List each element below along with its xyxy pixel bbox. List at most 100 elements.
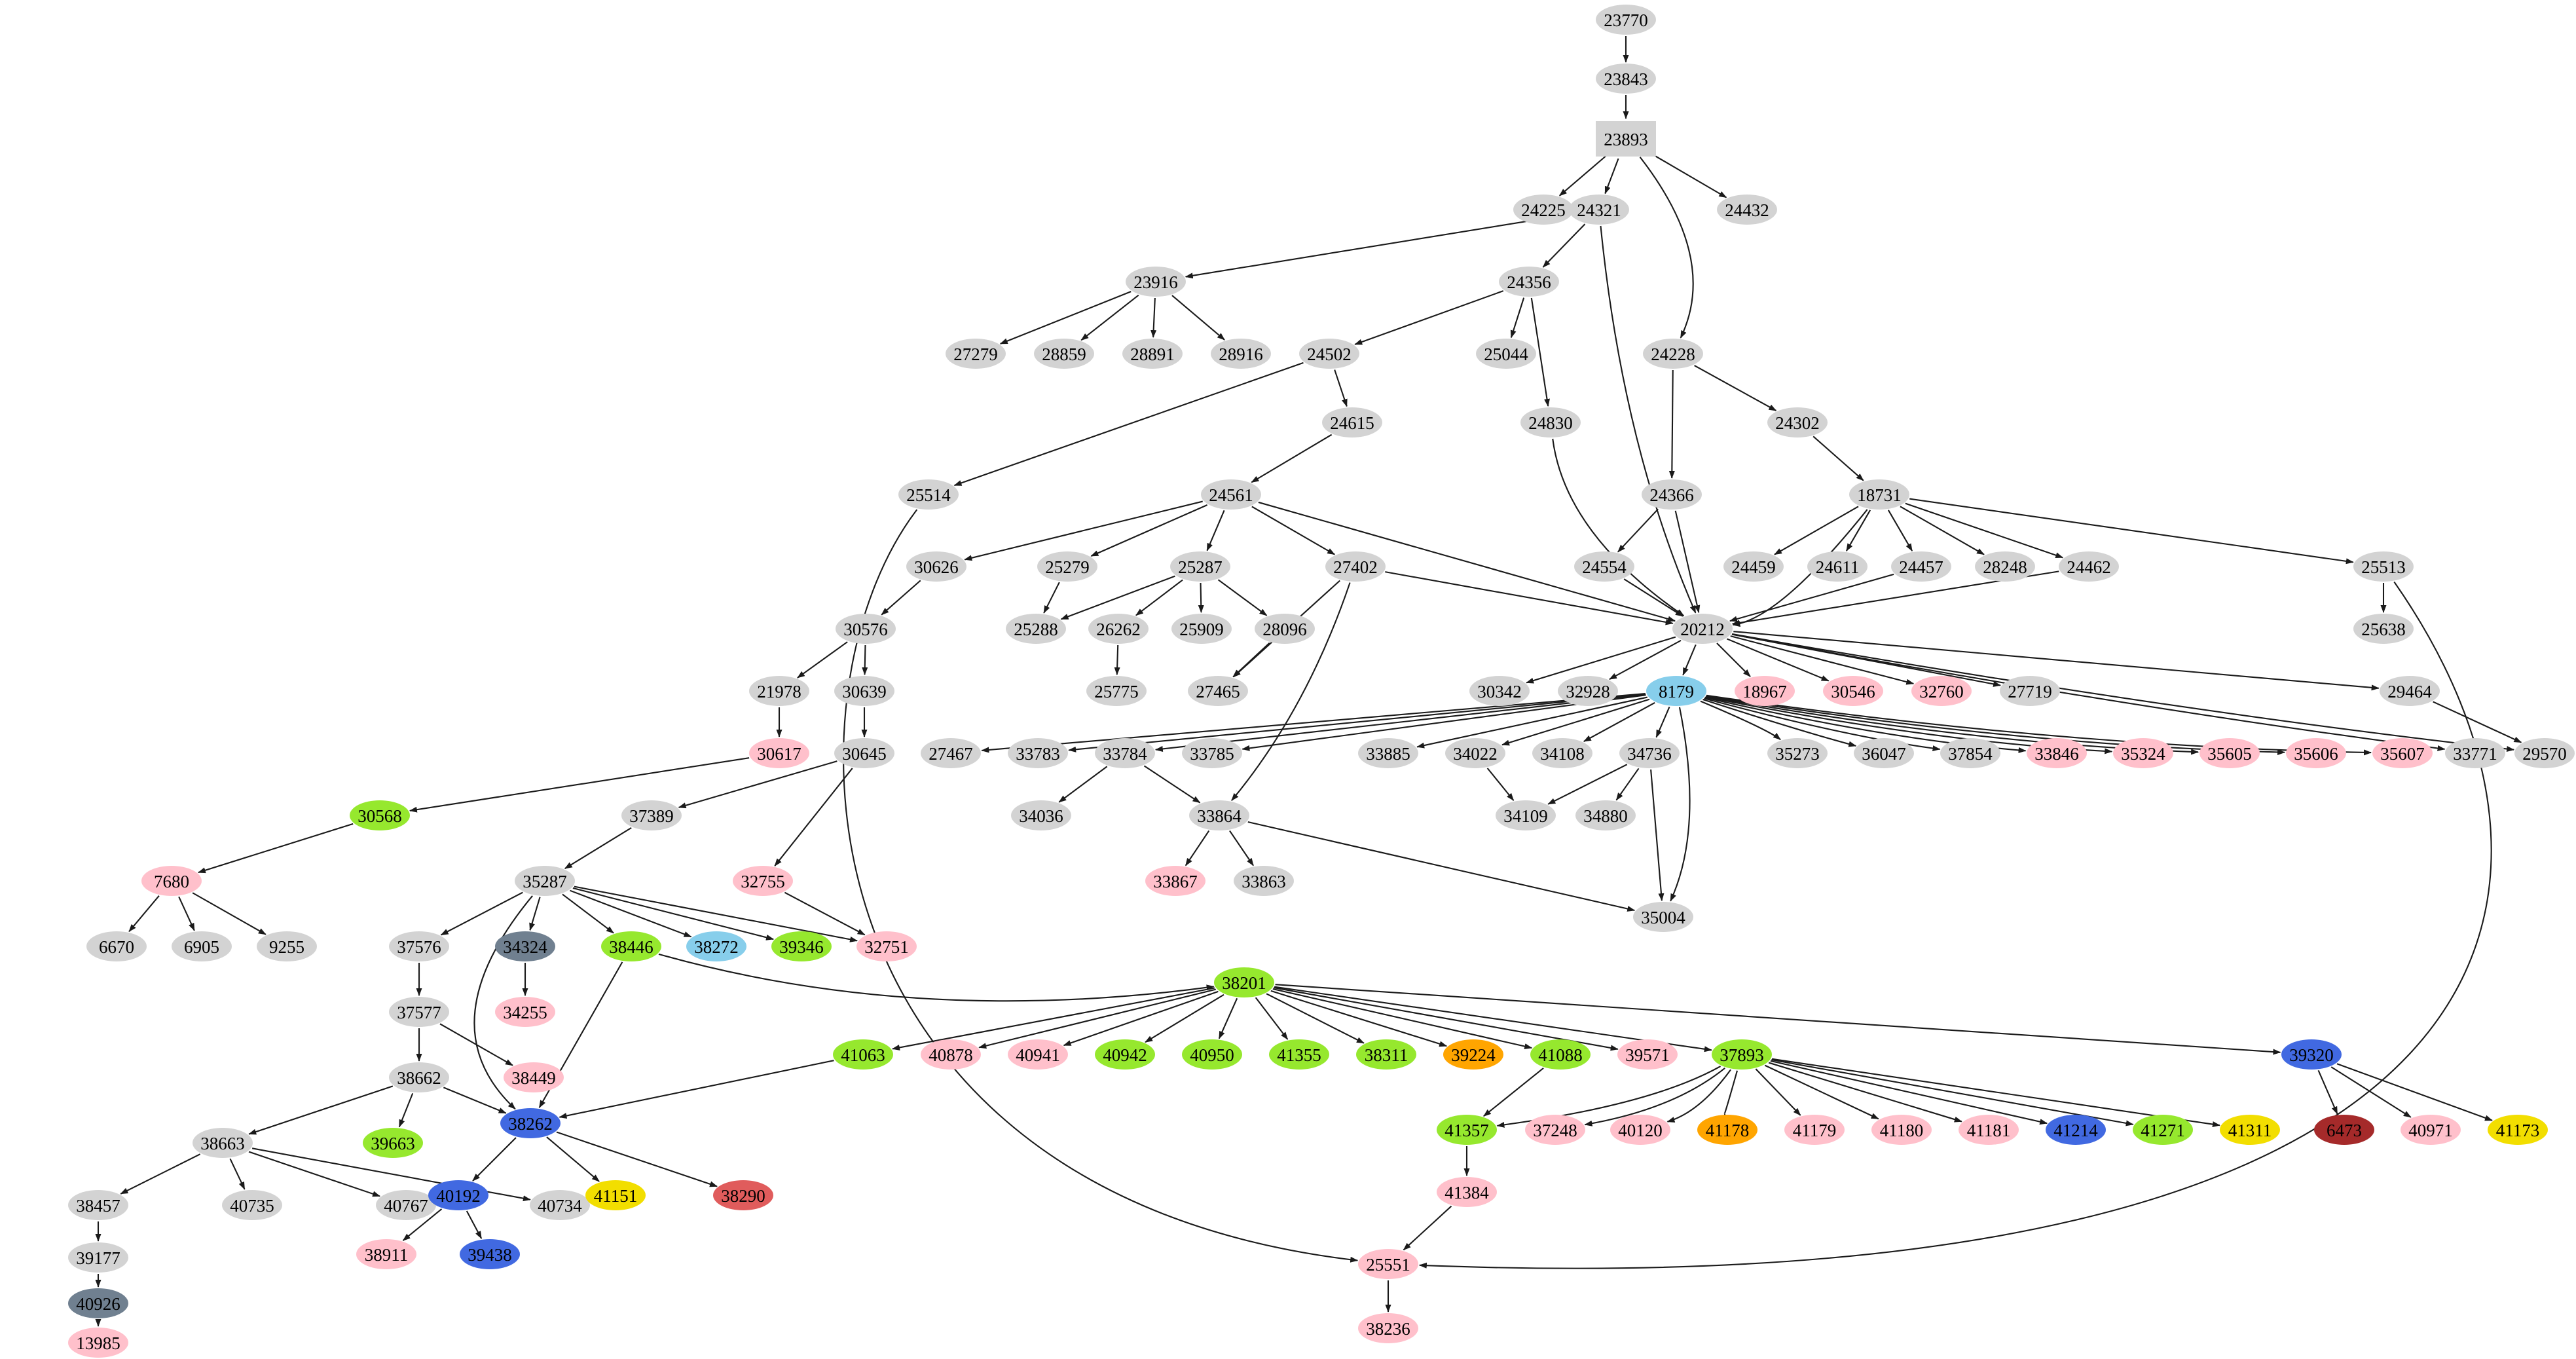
node-41180[interactable]: 41180	[1871, 1115, 1932, 1145]
node-38201[interactable]: 38201	[1214, 967, 1274, 997]
node-6905[interactable]: 6905	[172, 931, 232, 961]
node-34736[interactable]: 34736	[1619, 738, 1680, 768]
node-24302[interactable]: 24302	[1767, 407, 1828, 437]
node-33846[interactable]: 33846	[2027, 738, 2087, 768]
node-18967[interactable]: 18967	[1735, 676, 1795, 706]
node-29464[interactable]: 29464	[2380, 676, 2440, 706]
node-25909[interactable]: 25909	[1171, 614, 1232, 644]
node-28096[interactable]: 28096	[1255, 614, 1315, 644]
node-34109[interactable]: 34109	[1496, 800, 1556, 830]
node-32755[interactable]: 32755	[733, 866, 793, 896]
node-35273[interactable]: 35273	[1767, 738, 1828, 768]
node-38663[interactable]: 38663	[193, 1128, 253, 1158]
node-37248[interactable]: 37248	[1525, 1115, 1585, 1145]
node-40950[interactable]: 40950	[1182, 1039, 1242, 1070]
node-39346[interactable]: 39346	[771, 931, 832, 961]
node-25775[interactable]: 25775	[1086, 676, 1147, 706]
node-30645[interactable]: 30645	[834, 738, 894, 768]
node-24366[interactable]: 24366	[1642, 479, 1702, 510]
node-33771[interactable]: 33771	[2445, 738, 2505, 768]
node-24228[interactable]: 24228	[1643, 339, 1703, 369]
node-24611[interactable]: 24611	[1807, 551, 1868, 582]
node-37576[interactable]: 37576	[389, 931, 449, 961]
node-25044[interactable]: 25044	[1476, 339, 1536, 369]
node-37854[interactable]: 37854	[1940, 738, 2000, 768]
node-30626[interactable]: 30626	[906, 551, 966, 582]
node-38662[interactable]: 38662	[389, 1062, 449, 1092]
node-38262[interactable]: 38262	[500, 1108, 561, 1138]
node-30342[interactable]: 30342	[1469, 676, 1530, 706]
node-18731[interactable]: 18731	[1849, 479, 1909, 510]
node-39224[interactable]: 39224	[1443, 1039, 1503, 1070]
node-33863[interactable]: 33863	[1234, 866, 1294, 896]
node-41178[interactable]: 41178	[1697, 1115, 1757, 1145]
node-34108[interactable]: 34108	[1532, 738, 1592, 768]
node-41311[interactable]: 41311	[2220, 1115, 2280, 1145]
node-28859[interactable]: 28859	[1034, 339, 1094, 369]
node-35607[interactable]: 35607	[2372, 738, 2433, 768]
node-25513[interactable]: 25513	[2353, 551, 2414, 582]
node-35004[interactable]: 35004	[1633, 902, 1693, 932]
node-33885[interactable]: 33885	[1358, 738, 1418, 768]
node-24830[interactable]: 24830	[1520, 407, 1581, 437]
node-20212[interactable]: 20212	[1672, 614, 1733, 644]
node-39320[interactable]: 39320	[2281, 1039, 2342, 1070]
node-33867[interactable]: 33867	[1145, 866, 1205, 896]
node-34880[interactable]: 34880	[1575, 800, 1636, 830]
node-13985[interactable]: 13985	[68, 1328, 128, 1358]
node-26262[interactable]: 26262	[1088, 614, 1149, 644]
node-25287[interactable]: 25287	[1170, 551, 1230, 582]
node-23843[interactable]: 23843	[1596, 64, 1656, 94]
node-35287[interactable]: 35287	[515, 866, 575, 896]
node-24457[interactable]: 24457	[1891, 551, 1951, 582]
node-24554[interactable]: 24554	[1574, 551, 1634, 582]
node-23893[interactable]: 23893	[1596, 121, 1656, 157]
node-30617[interactable]: 30617	[749, 738, 809, 768]
node-40120[interactable]: 40120	[1610, 1115, 1670, 1145]
node-40192[interactable]: 40192	[428, 1180, 488, 1210]
node-32751[interactable]: 32751	[856, 931, 917, 961]
node-8179[interactable]: 8179	[1646, 676, 1706, 706]
node-38272[interactable]: 38272	[686, 931, 746, 961]
node-41088[interactable]: 41088	[1530, 1039, 1591, 1070]
node-21978[interactable]: 21978	[749, 676, 809, 706]
node-41384[interactable]: 41384	[1437, 1177, 1497, 1207]
node-40941[interactable]: 40941	[1008, 1039, 1068, 1070]
node-41271[interactable]: 41271	[2133, 1115, 2193, 1145]
node-6473[interactable]: 6473	[2314, 1115, 2374, 1145]
node-38290[interactable]: 38290	[713, 1180, 773, 1210]
node-24502[interactable]: 24502	[1299, 339, 1359, 369]
node-23916[interactable]: 23916	[1126, 267, 1186, 297]
node-34324[interactable]: 34324	[495, 931, 555, 961]
node-40971[interactable]: 40971	[2401, 1115, 2461, 1145]
node-38311[interactable]: 38311	[1356, 1039, 1416, 1070]
node-28891[interactable]: 28891	[1122, 339, 1183, 369]
node-33785[interactable]: 33785	[1182, 738, 1242, 768]
node-32760[interactable]: 32760	[1911, 676, 1972, 706]
node-40926[interactable]: 40926	[68, 1288, 128, 1318]
node-28916[interactable]: 28916	[1211, 339, 1271, 369]
node-6670[interactable]: 6670	[86, 931, 147, 961]
node-24615[interactable]: 24615	[1322, 407, 1382, 437]
node-41173[interactable]: 41173	[2488, 1115, 2548, 1145]
node-37893[interactable]: 37893	[1712, 1039, 1772, 1070]
node-37577[interactable]: 37577	[389, 997, 449, 1027]
node-38449[interactable]: 38449	[504, 1062, 564, 1092]
node-41181[interactable]: 41181	[1959, 1115, 2019, 1145]
node-39663[interactable]: 39663	[363, 1128, 423, 1158]
node-38457[interactable]: 38457	[68, 1190, 128, 1220]
node-34255[interactable]: 34255	[495, 997, 555, 1027]
node-27465[interactable]: 27465	[1188, 676, 1248, 706]
node-38911[interactable]: 38911	[356, 1239, 416, 1269]
node-33864[interactable]: 33864	[1189, 800, 1249, 830]
node-27467[interactable]: 27467	[921, 738, 981, 768]
node-35324[interactable]: 35324	[2113, 738, 2173, 768]
node-38446[interactable]: 38446	[601, 931, 661, 961]
node-39177[interactable]: 39177	[68, 1242, 128, 1273]
node-25288[interactable]: 25288	[1006, 614, 1066, 644]
node-38236[interactable]: 38236	[1358, 1313, 1418, 1343]
node-25551[interactable]: 25551	[1358, 1249, 1418, 1279]
node-24432[interactable]: 24432	[1717, 195, 1777, 225]
node-35605[interactable]: 35605	[2199, 738, 2260, 768]
node-7680[interactable]: 7680	[141, 866, 202, 896]
